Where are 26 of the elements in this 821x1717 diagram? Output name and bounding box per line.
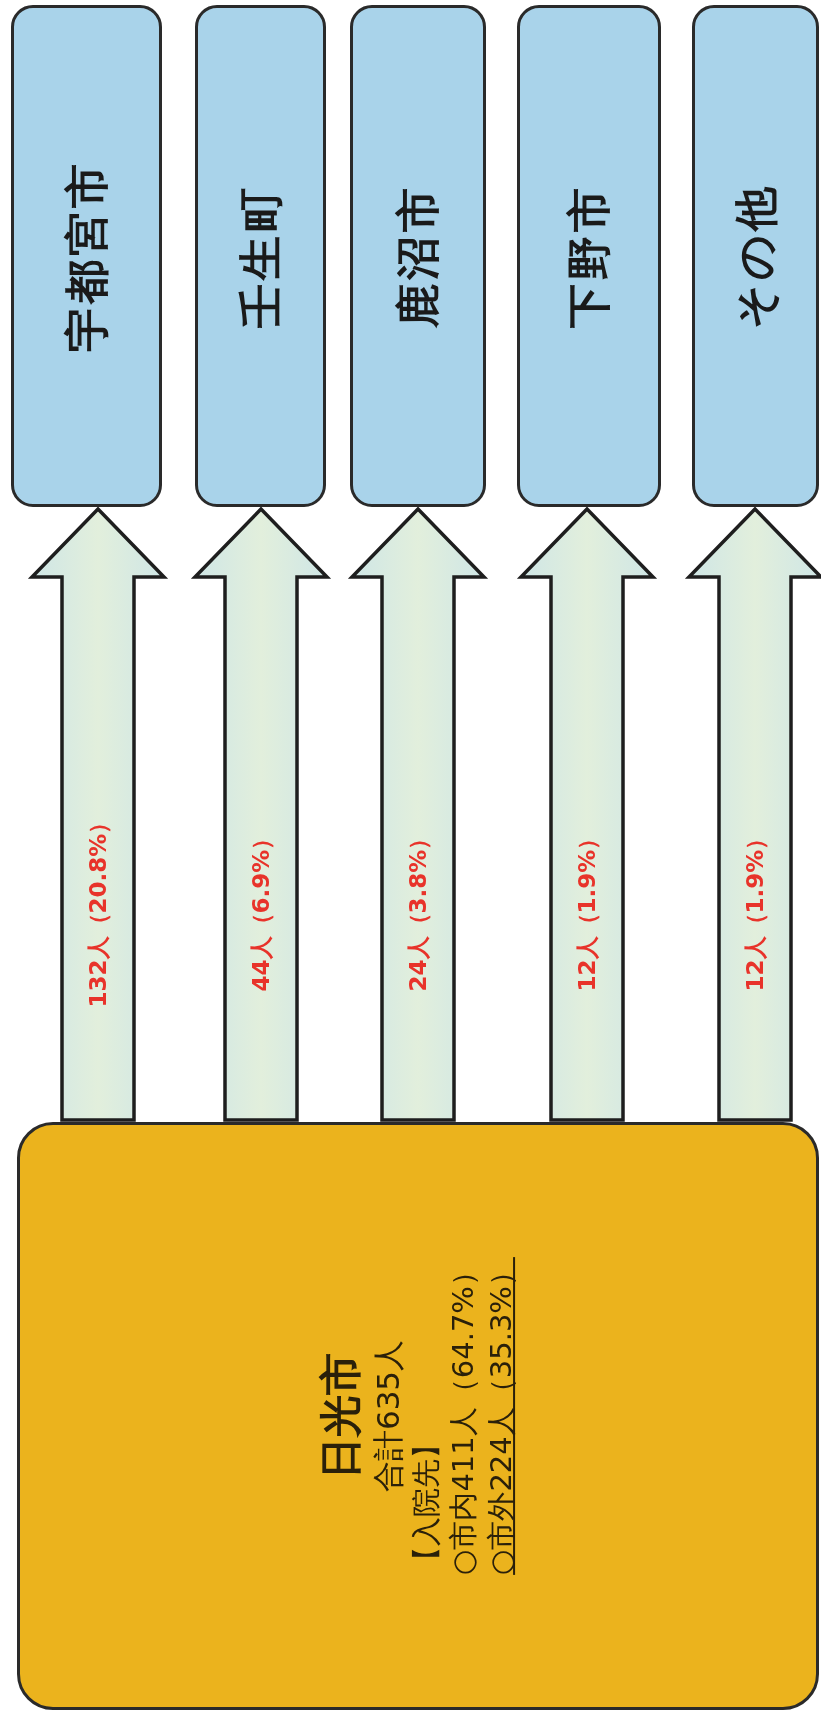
- section-heading: 【入院先】: [407, 1429, 444, 1575]
- edge-label: 132人（20.8%）: [83, 810, 112, 1007]
- block-arrow: [516, 506, 658, 1122]
- destination-name: その他: [728, 183, 781, 329]
- origin-box: [17, 1122, 819, 1710]
- block-arrow: [347, 506, 489, 1122]
- destination-name: 鹿沼市: [390, 184, 444, 328]
- destination-box: [11, 5, 162, 507]
- destination-box: [517, 5, 661, 507]
- destination-name: 下野市: [561, 184, 615, 328]
- edge-label: 24人（3.8%）: [403, 826, 432, 991]
- edge-label: 12人（1.9%）: [740, 826, 769, 991]
- destination-name: 宇都宮市: [59, 160, 112, 352]
- destination-box: [195, 5, 326, 507]
- block-arrow: [684, 506, 821, 1122]
- total-text: 合計635人: [368, 1339, 407, 1493]
- breakdown-text: ○市外224人（35.3%）: [483, 1257, 520, 1575]
- edge-label: 44人（6.9%）: [246, 826, 275, 991]
- destination-box: [692, 5, 819, 507]
- destination-name: 壬生町: [233, 184, 286, 328]
- edge-label: 12人（1.9%）: [572, 826, 601, 991]
- breakdown-text: ○市内411人（64.7%）: [445, 1257, 482, 1575]
- destination-box: [350, 5, 486, 507]
- city-title: 日光市: [315, 1353, 367, 1479]
- block-arrow: [190, 506, 332, 1122]
- block-arrow: [27, 506, 169, 1122]
